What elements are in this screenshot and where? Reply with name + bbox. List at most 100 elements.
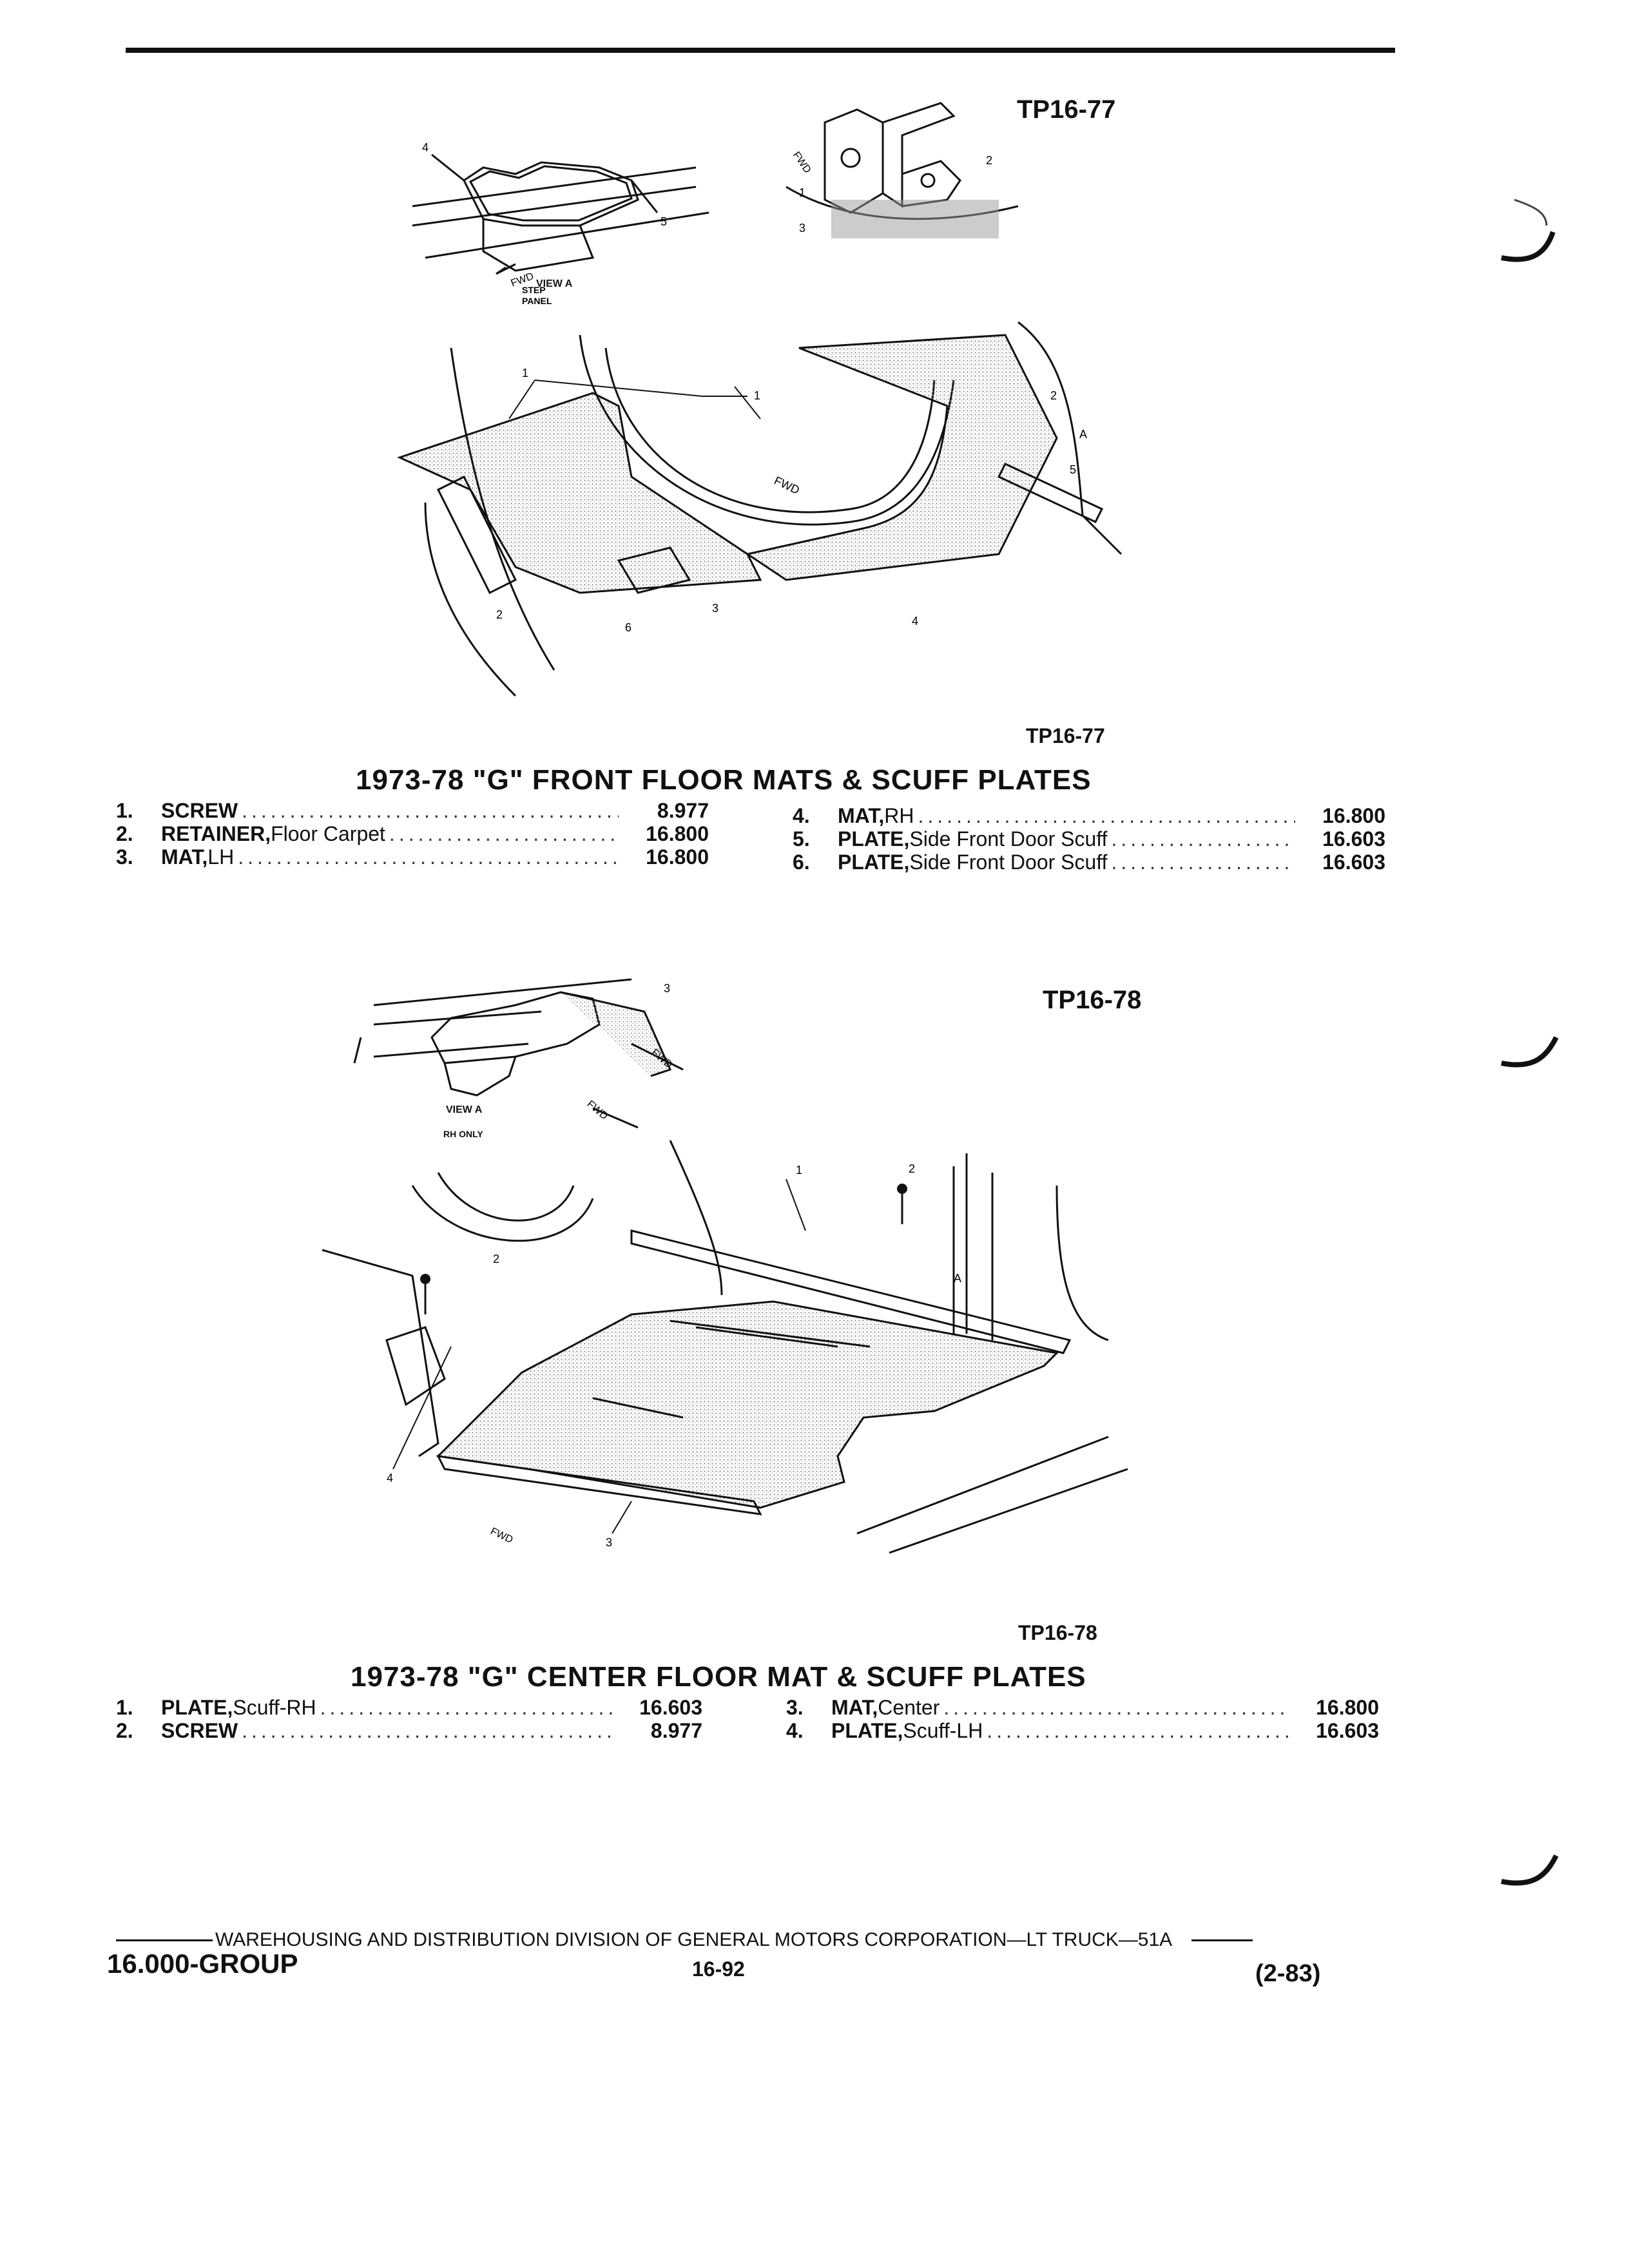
part-row: 2. SCREW.................................… <box>116 1719 702 1744</box>
view-a-rh-inset-illustration: 3 FWD FWD <box>353 978 684 1129</box>
part-group-number: 16.800 <box>1316 1696 1379 1719</box>
section2-title: 1973-78 "G" CENTER FLOOR MAT & SCUFF PLA… <box>351 1661 1086 1693</box>
part-group-number: 16.603 <box>1316 1719 1379 1742</box>
leader-dots: ........................................… <box>238 845 619 869</box>
footer-group: 16.000-GROUP <box>107 1948 298 1979</box>
part-number: 4. <box>786 1719 804 1742</box>
top-rule <box>126 48 1395 53</box>
leader-dots: ........................................… <box>943 1696 1289 1719</box>
fwd-label-center: FWD <box>488 1526 514 1546</box>
part-group-number: 16.603 <box>639 1696 702 1719</box>
leader-dots: ........................................… <box>389 822 619 845</box>
tp-code-bottom-2: TP16-78 <box>1018 1621 1097 1644</box>
part-group-number: 16.603 <box>1322 850 1385 874</box>
part-name: PLATE, <box>838 827 910 850</box>
callout-2-center-b: 2 <box>493 1253 499 1265</box>
tp-code-top: TP16-77 <box>1017 95 1116 124</box>
part-row: 6.PLATE, Side Front Door Scuff..........… <box>793 850 1385 875</box>
part-group-number: 8.977 <box>650 1719 702 1742</box>
part-group-number: 16.603 <box>1322 827 1385 850</box>
part-group-number: 16.800 <box>646 822 709 845</box>
callout-5-view: 5 <box>660 215 667 228</box>
fwd-label-detail: FWD <box>791 150 813 176</box>
view-a-caption: VIEW A <box>536 278 573 289</box>
part-name: PLATE, <box>831 1719 903 1742</box>
footer-division-line: WAREHOUSING AND DISTRIBUTION DIVISION OF… <box>116 1929 1253 1951</box>
view-a-arrow-label: A <box>1079 428 1087 441</box>
part-number: 3. <box>116 845 133 869</box>
leader-dots: ........................................… <box>242 1719 612 1742</box>
part-name: SCREW <box>161 799 238 822</box>
part-row: 3. MAT, LH...............................… <box>116 845 709 870</box>
callout-1-center: 1 <box>796 1164 802 1177</box>
part-number: 2. <box>116 822 133 845</box>
callout-3-view: 3 <box>664 982 670 995</box>
footer-lead-rule <box>116 1939 213 1941</box>
callout-1: 1 <box>522 367 528 380</box>
callout-4-view: 4 <box>422 141 429 154</box>
part-group-number: 16.800 <box>646 845 709 869</box>
part-number: 3. <box>786 1696 804 1719</box>
tp-code-top-2: TP16-78 <box>1043 986 1142 1014</box>
part-number: 1. <box>116 1696 133 1719</box>
part-number: 6. <box>793 850 810 874</box>
callout-5: 5 <box>1070 463 1076 476</box>
tp-code-bottom: TP16-77 <box>1026 724 1105 747</box>
part-name: MAT, <box>838 804 885 827</box>
part-row: 2.RETAINER, Floor Carpet................… <box>116 822 709 847</box>
leader-dots: ........................................… <box>918 804 1296 827</box>
footer-page-number: 16-92 <box>692 1957 745 1981</box>
callout-4-center: 4 <box>387 1472 393 1485</box>
callout-3: 3 <box>712 602 718 615</box>
part-description: Center <box>878 1696 940 1719</box>
part-row: 4. MAT, RH...............................… <box>793 804 1385 829</box>
rh-only-caption: RH ONLY <box>443 1129 483 1139</box>
footer-trail-rule <box>1191 1939 1253 1941</box>
panel-label: PANEL <box>522 296 552 306</box>
part-name: MAT, <box>161 845 208 869</box>
callout-3-center: 3 <box>606 1536 612 1549</box>
callout-2-center-a: 2 <box>909 1162 915 1175</box>
part-description: Scuff-RH <box>233 1696 316 1719</box>
callout-1-detail: 1 <box>799 186 805 199</box>
retainer-detail-illustration: FWD 1 2 3 <box>786 102 1019 238</box>
part-row: 1. SCREW.................................… <box>116 799 709 823</box>
footer-date: (2-83) <box>1255 1960 1321 1987</box>
callout-1b: 1 <box>754 389 760 402</box>
front-floor-mats-illustration: 1 1 2 2 3 4 5 6 A FWD <box>396 321 1123 697</box>
leader-dots: ........................................… <box>987 1719 1289 1742</box>
footer-division: WAREHOUSING AND DISTRIBUTION DIVISION OF… <box>215 1929 1173 1950</box>
part-row: 4. PLATE, Scuff-LH.......................… <box>786 1719 1379 1744</box>
part-number: 4. <box>793 804 810 827</box>
callout-3-detail: 3 <box>799 222 805 235</box>
step-label: STEP <box>522 285 546 295</box>
binder-mark-1 <box>1501 198 1556 262</box>
part-name: SCREW <box>161 1719 238 1742</box>
part-number: 2. <box>116 1719 133 1742</box>
section1-title: 1973-78 "G" FRONT FLOOR MATS & SCUFF PLA… <box>356 764 1092 796</box>
binder-mark-3 <box>1501 1854 1559 1886</box>
part-number: 1. <box>116 799 133 822</box>
part-group-number: 8.977 <box>657 799 709 822</box>
part-row: 1. PLATE, Scuff-RH.......................… <box>116 1696 702 1720</box>
callout-2-detail: 2 <box>986 154 992 167</box>
part-row: 5.PLATE, Side Front Door Scuff..........… <box>793 827 1385 852</box>
callout-6: 6 <box>625 621 631 634</box>
part-description: RH <box>884 804 914 827</box>
view-a-caption-2: VIEW A <box>446 1104 483 1115</box>
part-description: Side Front Door Scuff <box>909 827 1108 850</box>
part-description: Scuff-LH <box>903 1719 983 1742</box>
part-name: PLATE, <box>838 850 910 874</box>
part-name: MAT, <box>831 1696 878 1719</box>
fwd-label-view3: FWD <box>584 1099 610 1122</box>
part-description: LH <box>207 845 235 869</box>
part-name: PLATE, <box>161 1696 233 1719</box>
leader-dots: ........................................… <box>320 1696 612 1719</box>
part-row: 3. MAT, Center...........................… <box>786 1696 1379 1720</box>
part-group-number: 16.800 <box>1322 804 1385 827</box>
leader-dots: ........................................… <box>242 799 619 822</box>
callout-2b: 2 <box>496 608 503 621</box>
part-name: RETAINER, <box>161 822 271 845</box>
part-number: 5. <box>793 827 810 850</box>
callout-4: 4 <box>912 615 918 628</box>
